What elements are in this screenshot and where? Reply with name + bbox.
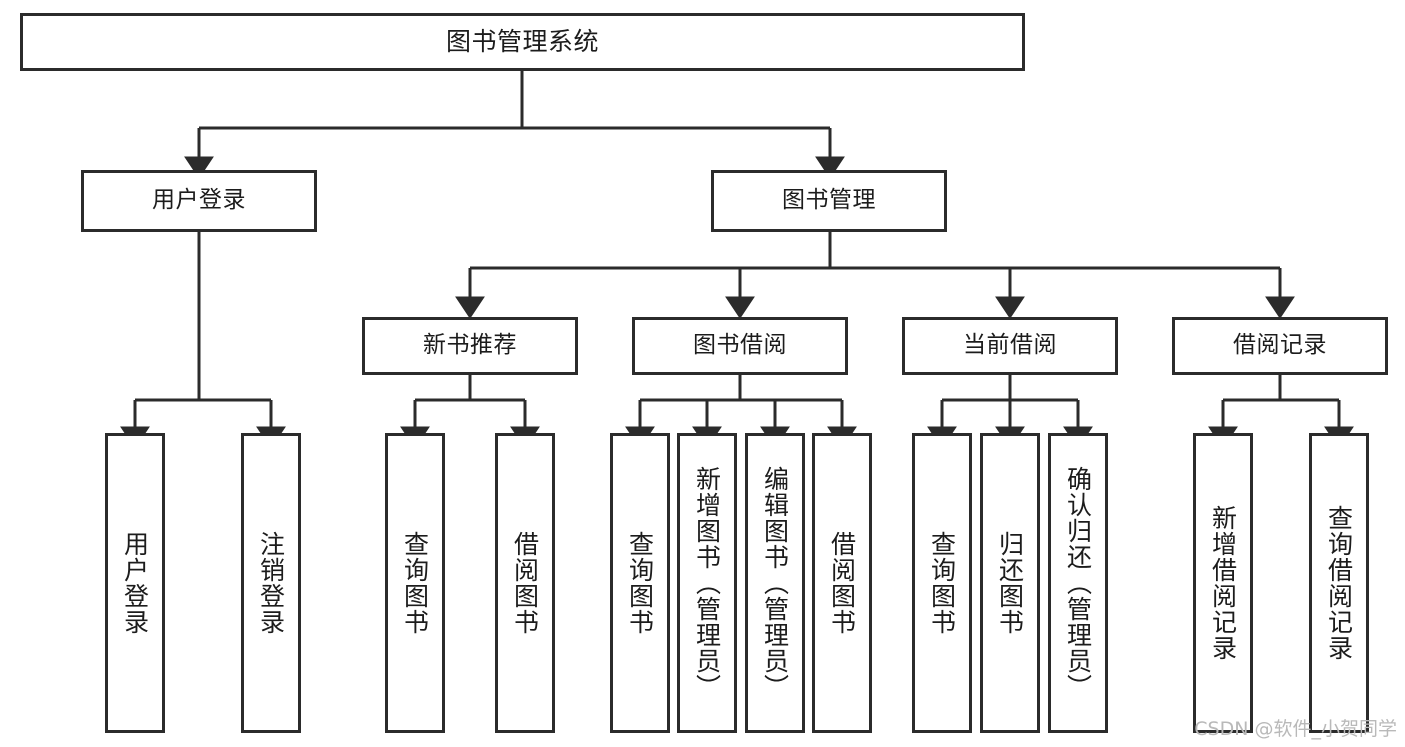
node-label: 图书管理 (782, 187, 876, 214)
node-label: 编辑图书（管理员） (760, 466, 790, 700)
node-label: 注销登录 (256, 531, 286, 635)
leaf-bb-borrow-book[interactable]: 借阅图书 (812, 433, 872, 733)
node-root-system[interactable]: 图书管理系统 (20, 13, 1025, 71)
node-label: 用户登录 (152, 187, 246, 214)
node-label: 查询图书 (400, 531, 430, 635)
node-book-manage[interactable]: 图书管理 (711, 170, 947, 232)
node-label: 借阅图书 (827, 531, 857, 635)
leaf-bb-edit-book-admin[interactable]: 编辑图书（管理员） (745, 433, 805, 733)
leaf-cb-return-book[interactable]: 归还图书 (980, 433, 1040, 733)
node-label: 新增借阅记录 (1208, 505, 1238, 661)
leaf-bb-query-book[interactable]: 查询图书 (610, 433, 670, 733)
node-label: 查询借阅记录 (1324, 505, 1354, 661)
leaf-nb-borrow-book[interactable]: 借阅图书 (495, 433, 555, 733)
node-book-borrow[interactable]: 图书借阅 (632, 317, 848, 375)
node-borrow-record[interactable]: 借阅记录 (1172, 317, 1388, 375)
node-user-login[interactable]: 用户登录 (81, 170, 317, 232)
leaf-cb-query-book[interactable]: 查询图书 (912, 433, 972, 733)
leaf-logout[interactable]: 注销登录 (241, 433, 301, 733)
node-label: 新书推荐 (423, 332, 517, 359)
leaf-nb-query-book[interactable]: 查询图书 (385, 433, 445, 733)
node-label: 查询图书 (927, 531, 957, 635)
node-label: 查询图书 (625, 531, 655, 635)
leaf-cb-confirm-return-admin[interactable]: 确认归还（管理员） (1048, 433, 1108, 733)
leaf-bb-add-book-admin[interactable]: 新增图书（管理员） (677, 433, 737, 733)
node-label: 归还图书 (995, 531, 1025, 635)
node-label: 确认归还（管理员） (1063, 466, 1093, 700)
leaf-br-query-record[interactable]: 查询借阅记录 (1309, 433, 1369, 733)
node-label: 借阅图书 (510, 531, 540, 635)
node-label: 当前借阅 (963, 332, 1057, 359)
csdn-watermark: CSDN @软件_小贺同学 (1194, 718, 1397, 740)
node-current-borrow[interactable]: 当前借阅 (902, 317, 1118, 375)
node-label: 图书借阅 (693, 332, 787, 359)
node-label: 借阅记录 (1233, 332, 1327, 359)
node-new-book-recommend[interactable]: 新书推荐 (362, 317, 578, 375)
node-label: 图书管理系统 (445, 27, 599, 56)
node-label: 用户登录 (120, 531, 150, 635)
leaf-br-add-record[interactable]: 新增借阅记录 (1193, 433, 1253, 733)
leaf-user-login[interactable]: 用户登录 (105, 433, 165, 733)
node-label: 新增图书（管理员） (692, 466, 722, 700)
